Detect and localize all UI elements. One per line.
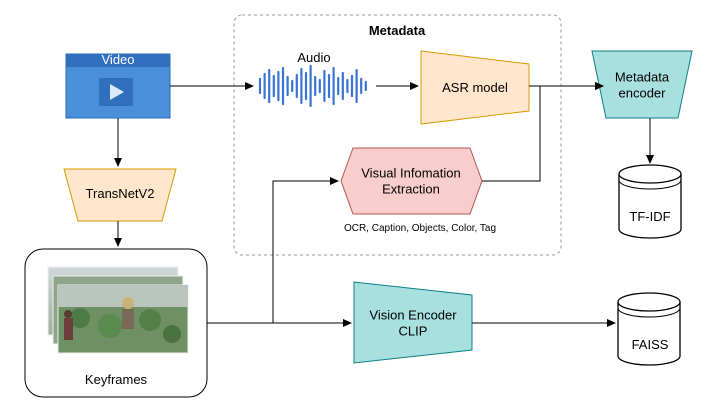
vision-encoder-node xyxy=(353,281,473,364)
video-node xyxy=(65,53,171,119)
faiss-database xyxy=(617,292,681,366)
arrow-keyframes-to-visual xyxy=(272,177,339,323)
visual-extraction-line2: Extraction xyxy=(382,181,440,196)
play-icon xyxy=(110,84,124,100)
asr-model-node xyxy=(420,50,530,125)
metadata-group-box xyxy=(233,14,562,256)
metadata-group-title: Metadata xyxy=(368,23,426,39)
audio-label: Audio xyxy=(297,50,331,66)
vision-encoder-line1: Vision Encoder xyxy=(369,307,457,323)
vision-encoder-label: Vision Encoder CLIP xyxy=(369,307,456,338)
tfidf-label: TF-IDF xyxy=(629,209,671,225)
audio-waveform-icon xyxy=(258,64,367,108)
visual-extraction-node xyxy=(340,147,483,215)
connectors xyxy=(114,82,654,327)
asr-label: ASR model xyxy=(442,80,508,96)
visual-extraction-line1: Visual Infomation xyxy=(361,165,461,181)
keyframes-label: Keyframes xyxy=(84,372,148,388)
metadata-encoder-label: Metadata encoder xyxy=(615,69,669,100)
tfidf-database xyxy=(618,164,682,239)
metadata-encoder-node xyxy=(591,50,693,119)
faiss-label: FAISS xyxy=(631,337,669,353)
arrow-visual-to-encoder xyxy=(482,82,604,182)
video-label: Video xyxy=(101,52,135,68)
metadata-encoder-line2: encoder xyxy=(618,85,666,100)
metadata-encoder-line1: Metadata xyxy=(614,69,670,85)
keyframe-stack-image xyxy=(47,266,189,354)
vision-encoder-line2: CLIP xyxy=(398,323,428,338)
visual-outputs-label: OCR, Caption, Objects, Color, Tag xyxy=(343,223,497,234)
visual-extraction-label: Visual Infomation Extraction xyxy=(361,165,461,196)
transnet-label: TransNetV2 xyxy=(85,186,155,202)
transnet-node xyxy=(63,168,177,222)
